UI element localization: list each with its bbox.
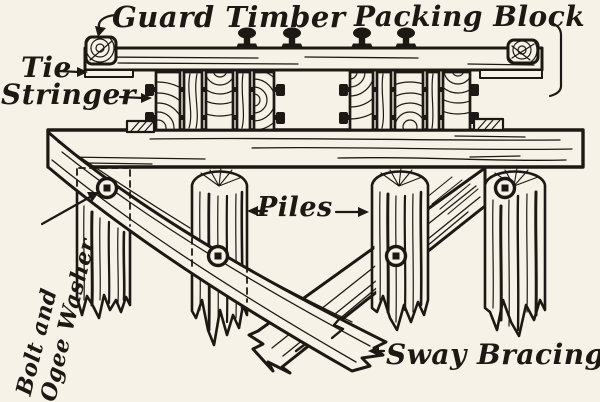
- sway-bracing-label: Sway Bracing: [386, 338, 600, 371]
- piles-left-arrow-icon: [247, 206, 269, 216]
- brace-break-mark: [330, 315, 345, 340]
- packing-block-piece: [182, 70, 204, 132]
- shim-block: [125, 119, 156, 134]
- rail-section: [281, 27, 303, 48]
- stringer-cluster-left: [145, 70, 285, 132]
- pile-4: [483, 167, 547, 338]
- tie-label: Tie: [21, 51, 72, 84]
- guard-timber-left: [84, 35, 118, 66]
- tie-board: [83, 46, 544, 79]
- cap-beam: [46, 128, 585, 169]
- bolt-washer-icon: [384, 244, 408, 268]
- stringer-end: [348, 70, 375, 132]
- rail-section: [351, 27, 373, 48]
- stringer-end: [252, 70, 276, 132]
- bolt-washer-icon: [206, 244, 230, 268]
- guard-timber-label: Guard Timber: [112, 0, 346, 34]
- hidden-pile-edges: [76, 167, 248, 303]
- stringer-cluster-right: [339, 70, 479, 132]
- pile-2-dome-grain: [200, 167, 243, 187]
- piles-label: Piles: [257, 192, 333, 223]
- stringer-end: [204, 70, 235, 132]
- stringer-end: [154, 70, 182, 132]
- bolt-washer-icon: [493, 176, 517, 200]
- tie-arrow-icon: [56, 67, 88, 77]
- bolt-washer-icon: [95, 176, 119, 200]
- bolt-washers: [95, 176, 517, 268]
- sway-bracing-arrow-icon: [368, 346, 386, 356]
- bolt-ogee-leader-arrow-icon: [40, 192, 99, 226]
- shim-block: [472, 117, 505, 132]
- stringer-end: [441, 70, 472, 132]
- packing-block-piece: [375, 70, 393, 132]
- guard-timber-right: [506, 38, 540, 65]
- packing-block-label: Packing Block: [354, 0, 586, 33]
- rail-section: [395, 27, 417, 48]
- guard-timber-leader-arrow-icon: [95, 13, 118, 37]
- leader-lines: [40, 13, 563, 356]
- rails: [236, 27, 417, 48]
- packing-block-piece: [425, 70, 441, 132]
- packing-block-piece: [235, 70, 252, 132]
- stringer-arrow-icon: [118, 93, 152, 103]
- stringer-label: Stringer: [1, 78, 137, 111]
- rail-section: [236, 27, 258, 48]
- piles-right-arrow-icon: [334, 207, 369, 217]
- stringer-end: [393, 70, 425, 132]
- packing-block-leader-icon: [548, 21, 563, 98]
